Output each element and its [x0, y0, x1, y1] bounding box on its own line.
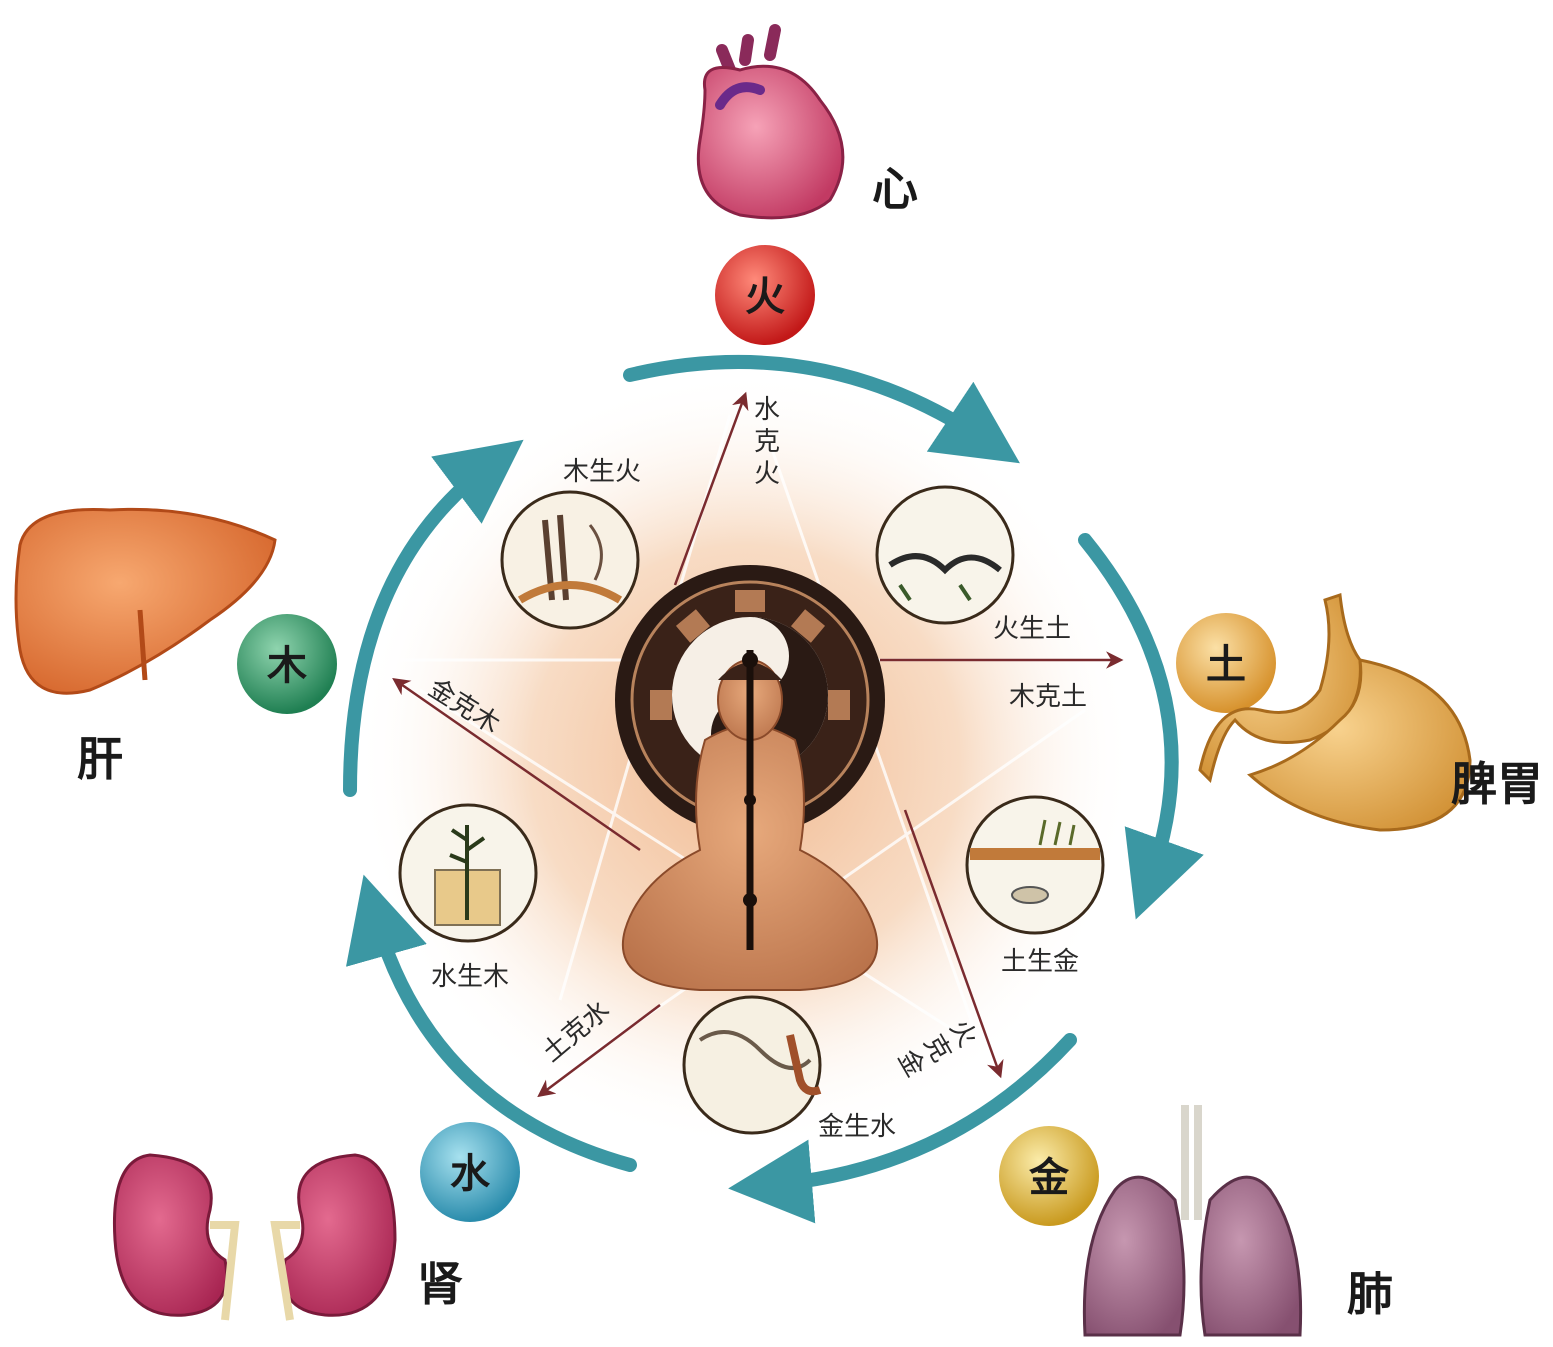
svg-text:克: 克	[754, 427, 780, 457]
liver-organ	[16, 509, 275, 693]
illustration-fire-earth	[877, 487, 1013, 623]
element-earth-char: 土	[1206, 642, 1246, 688]
label-wood-controls-earth: 木克土	[1009, 682, 1087, 712]
label-water-generates-wood: 水生木	[431, 962, 509, 992]
element-wood-char: 木	[267, 643, 307, 689]
kidney-organ	[114, 1155, 395, 1320]
organ-spleen-label: 脾胃	[1451, 757, 1543, 811]
label-metal-generates-water: 金生水	[818, 1112, 896, 1142]
element-water-char: 水	[450, 1151, 491, 1197]
svg-text:火: 火	[754, 459, 780, 489]
illustration-earth-metal	[967, 797, 1103, 933]
svg-text:水: 水	[754, 395, 780, 425]
element-metal-char: 金	[1028, 1155, 1070, 1201]
organ-heart-label: 心	[872, 162, 918, 216]
organ-liver-label: 肝	[77, 732, 123, 786]
illustration-water-wood	[400, 805, 536, 941]
illustration-metal-water	[684, 997, 820, 1133]
label-fire-generates-earth: 火生土	[993, 614, 1071, 644]
element-fire-char: 火	[745, 274, 785, 320]
label-earth-generates-metal: 土生金	[1001, 947, 1079, 977]
organ-kidney-label: 肾	[417, 1257, 463, 1311]
label-wood-generates-fire: 木生火	[563, 457, 641, 487]
lung-organ	[1084, 1105, 1300, 1335]
organ-lung-label: 肺	[1347, 1267, 1393, 1321]
heart-organ	[698, 30, 843, 218]
label-water-controls-fire: 水 克 火	[754, 395, 780, 489]
meditating-figure	[615, 565, 885, 990]
illustration-wood-fire	[502, 492, 638, 628]
